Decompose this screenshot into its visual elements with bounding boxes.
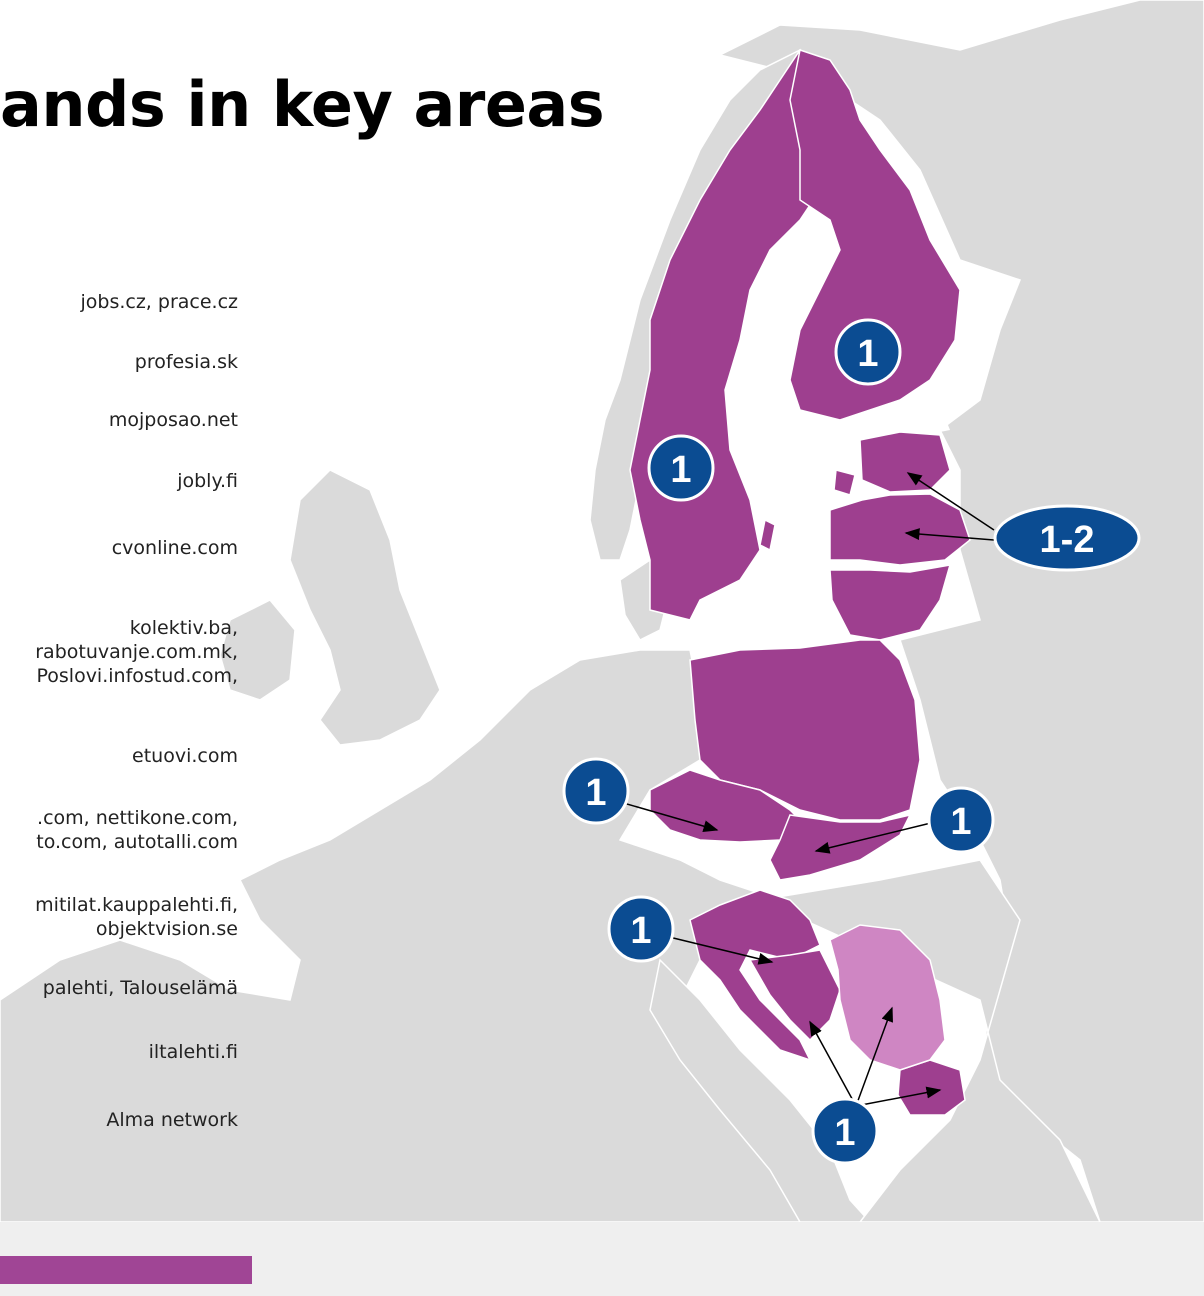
brand-entry-cvonline: cvonline.com (112, 536, 238, 560)
brand-entry-balkan-jobs: kolektiv.ba, rabotuvanje.com.mk, Poslovi… (35, 616, 238, 688)
region-slovakia (769, 813, 912, 881)
brand-line: mojposao.net (108, 409, 238, 431)
badge-croatia-label: 1 (630, 910, 651, 952)
baltic-sea (680, 220, 950, 650)
brand-line: cvonline.com (111, 537, 238, 559)
arrows (619, 472, 995, 1107)
brand-line: iltalehti.fi (148, 1041, 238, 1063)
badge-baltics-label: 1-2 (1040, 519, 1095, 561)
badges: 1 1 1-2 1 1 1 1 (562, 318, 1141, 1165)
region-saaremaa (833, 469, 856, 496)
badge-balkans: 1 (811, 1097, 879, 1165)
badge-finland: 1 (834, 318, 902, 386)
region-bosnia (748, 949, 841, 1042)
brand-entry-mojposao: mojposao.net (109, 408, 238, 432)
brand-line: jobs.cz, prace.cz (80, 291, 238, 313)
region-finland (789, 49, 961, 421)
region-north-macedonia (897, 1059, 966, 1116)
region-poland (689, 639, 921, 821)
arrow-croatia (664, 935, 774, 965)
land-ireland (219, 599, 296, 701)
arrow-czechia (619, 801, 719, 833)
arrow-slovakia (814, 821, 936, 854)
arrow-bosnia (809, 1020, 857, 1107)
brand-entry-profesia: profesia.sk (135, 350, 238, 374)
brand-entry-kauppalehti-objektvision: mitilat.kauppalehti.fi, objektvision.se (35, 893, 238, 941)
brand-line: to.com, autotalli.com (36, 831, 238, 853)
brand-line: palehti, Talouselämä (42, 977, 238, 999)
region-serbia (829, 924, 946, 1071)
arrow-estonia (906, 472, 995, 531)
footer-accent-bar (0, 1256, 252, 1284)
brand-line: kolektiv.ba, (129, 617, 238, 639)
brand-line: Alma network (106, 1109, 238, 1131)
secondary-regions (829, 924, 946, 1071)
brand-entry-nettikone: .com, nettikone.com, to.com, autotalli.c… (36, 806, 238, 854)
water (680, 220, 950, 650)
brand-line: profesia.sk (134, 351, 238, 373)
brand-entry-etuovi: etuovi.com (132, 744, 238, 768)
brand-entry-talouselama: palehti, Talouselämä (43, 976, 238, 1000)
brand-line: mitilat.kauppalehti.fi, (35, 894, 238, 916)
brand-entry-alma-network: Alma network (106, 1108, 238, 1132)
land-balkans (757, 859, 1102, 1223)
arrow-macedonia (855, 1086, 942, 1107)
brand-entry-jobly: jobly.fi (177, 469, 238, 493)
brand-entry-iltalehti: iltalehti.fi (149, 1040, 238, 1064)
badge-finland-label: 1 (857, 333, 878, 375)
brand-entry-jobs-cz: jobs.cz, prace.cz (80, 290, 238, 314)
brand-line: Poslovi.infostud.com, (36, 665, 238, 687)
region-gotland (759, 518, 776, 552)
badge-czechia: 1 (562, 757, 630, 825)
region-lithuania (829, 564, 952, 641)
badge-sweden: 1 (647, 434, 715, 502)
badge-slovakia-label: 1 (950, 801, 971, 843)
brand-line: objektvision.se (95, 918, 238, 940)
badge-balkans-label: 1 (834, 1112, 855, 1154)
land-uk (289, 469, 441, 746)
brand-line: etuovi.com (132, 745, 238, 767)
arrow-serbia (855, 1006, 893, 1107)
brand-line: .com, nettikone.com, (37, 807, 238, 829)
land (0, 0, 1204, 1223)
region-latvia (829, 493, 971, 566)
badge-baltics: 1-2 (993, 504, 1141, 572)
highlight-regions (629, 49, 971, 1116)
page-title: ands in key areas (0, 68, 605, 141)
badge-croatia: 1 (607, 895, 675, 963)
badge-czechia-label: 1 (585, 772, 606, 814)
badge-sweden-label: 1 (670, 449, 691, 491)
arrow-latvia (904, 528, 995, 541)
region-croatia (689, 889, 821, 1062)
brand-line: jobly.fi (177, 470, 238, 492)
badge-slovakia: 1 (927, 786, 995, 854)
region-estonia (859, 431, 951, 493)
brand-line: rabotuvanje.com.mk, (35, 641, 238, 663)
